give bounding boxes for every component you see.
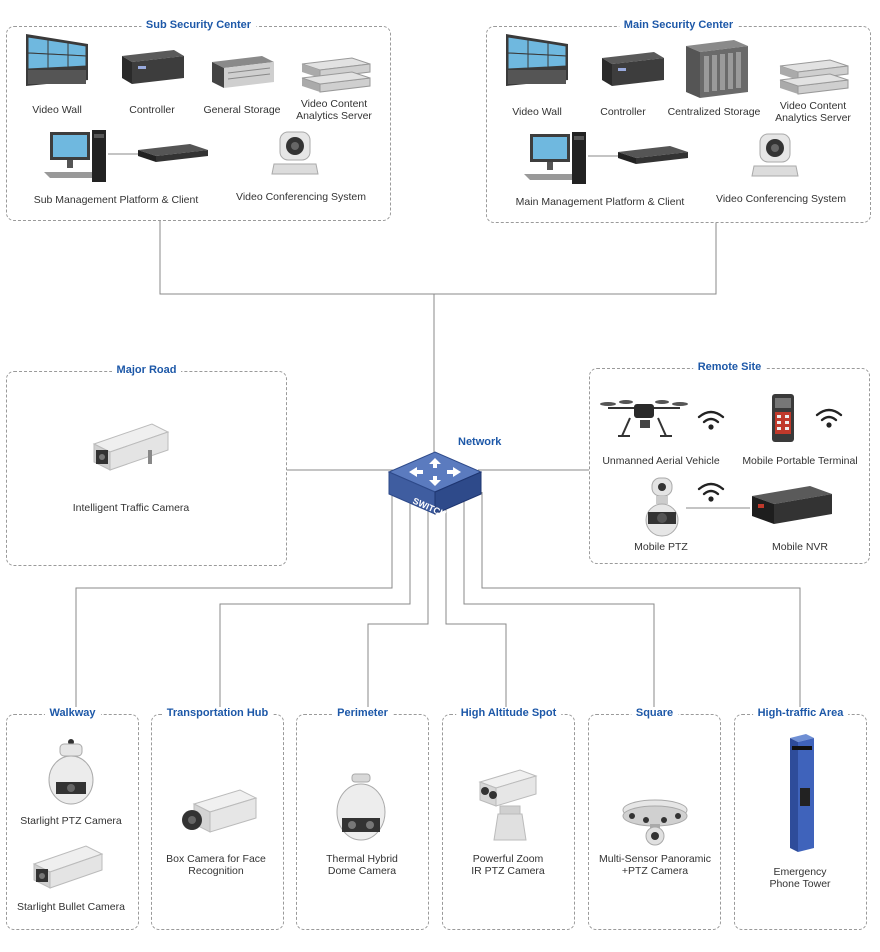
- video-conferencing-icon: [751, 133, 799, 177]
- drone-icon: [600, 400, 688, 437]
- label-panoramic-ptz: Multi-Sensor Panoramic +PTZ Camera: [598, 853, 712, 877]
- video-wall-icon: [506, 34, 568, 86]
- line-altitude: [445, 500, 507, 713]
- box-camera-icon: [182, 789, 258, 833]
- zone-remote-site: Remote Site: [589, 361, 870, 564]
- wifi-signal-icon: [697, 482, 725, 502]
- traffic-camera-icon: [92, 423, 170, 471]
- zone-title: Remote Site: [692, 361, 767, 373]
- general-storage-icon: [212, 56, 274, 88]
- zone-high-altitude-spot: High Altitude Spot: [442, 707, 575, 930]
- label-video-wall: Video Wall: [32, 104, 82, 116]
- line-traffic-area: [481, 492, 801, 713]
- label-mobile-nvr: Mobile NVR: [771, 541, 829, 553]
- label-mobile-ptz: Mobile PTZ: [634, 541, 688, 553]
- network-switch-icon: SWITCH: [387, 451, 483, 519]
- line-sub-center: [159, 220, 717, 295]
- label-analytics-server: Video Content Analytics Server: [775, 100, 851, 124]
- zone-title: Sub Security Center: [140, 19, 257, 31]
- analytics-server-icon: [779, 59, 849, 95]
- analytics-server-icon: [301, 57, 371, 93]
- controller-icon: [122, 50, 184, 84]
- zone-title: Transportation Hub: [161, 707, 274, 719]
- label-intelligent-traffic-camera: Intelligent Traffic Camera: [72, 502, 190, 514]
- label-uav: Unmanned Aerial Vehicle: [602, 455, 720, 467]
- portable-terminal-icon: [772, 394, 794, 442]
- zone-title: Main Security Center: [618, 19, 739, 31]
- label-ir-ptz: Powerful Zoom IR PTZ Camera: [471, 853, 545, 877]
- ptz-camera-icon: [48, 739, 94, 805]
- label-sub-management-platform: Sub Management Platform & Client: [33, 194, 199, 206]
- video-wall-icon: [26, 34, 88, 86]
- bullet-camera-icon: [32, 845, 104, 889]
- thermal-dome-camera-icon: [336, 773, 386, 841]
- label-video-conferencing: Video Conferencing System: [236, 191, 366, 203]
- line-walkway: [75, 492, 393, 713]
- label-video-wall: Video Wall: [512, 106, 562, 118]
- label-starlight-ptz: Starlight PTZ Camera: [20, 815, 122, 827]
- panoramic-camera-icon: [622, 799, 688, 846]
- line-perimeter: [367, 500, 429, 713]
- label-main-management-platform: Main Management Platform & Client: [515, 196, 685, 208]
- controller-icon: [602, 52, 664, 86]
- wifi-signal-icon: [697, 410, 725, 430]
- line-square: [463, 496, 655, 713]
- zone-title: High Altitude Spot: [455, 707, 562, 719]
- label-thermal-hybrid: Thermal Hybrid Dome Camera: [326, 853, 398, 877]
- label-general-storage: General Storage: [203, 104, 281, 116]
- management-platform-icon: [44, 130, 208, 182]
- mobile-ptz-icon: [645, 477, 679, 537]
- label-controller: Controller: [600, 106, 646, 118]
- wifi-signal-icon: [815, 408, 843, 428]
- zone-title: High-traffic Area: [752, 707, 849, 719]
- zone-major-road: Major Road: [6, 364, 287, 566]
- label-mobile-portable-terminal: Mobile Portable Terminal: [742, 455, 858, 467]
- zone-title: Perimeter: [332, 707, 393, 719]
- label-centralized-storage: Centralized Storage: [667, 106, 761, 118]
- mobile-nvr-icon: [752, 486, 832, 524]
- zone-title: Major Road: [111, 364, 182, 376]
- centralized-storage-icon: [686, 40, 748, 98]
- zone-title: Walkway: [44, 707, 101, 719]
- label-starlight-bullet: Starlight Bullet Camera: [17, 901, 125, 913]
- label-box-camera: Box Camera for Face Recognition: [166, 853, 266, 877]
- video-conferencing-icon: [271, 131, 319, 175]
- label-analytics-server: Video Content Analytics Server: [296, 98, 372, 122]
- management-platform-icon: [524, 132, 688, 184]
- emergency-phone-tower-icon: [790, 734, 814, 852]
- network-title: Network: [458, 436, 502, 448]
- label-controller: Controller: [129, 104, 175, 116]
- ir-ptz-camera-icon: [478, 769, 538, 841]
- connector-line: [686, 507, 750, 509]
- label-emergency-phone-tower: Emergency Phone Tower: [769, 866, 831, 890]
- label-video-conferencing: Video Conferencing System: [716, 193, 846, 205]
- line-transport: [219, 496, 411, 713]
- zone-title: Square: [630, 707, 679, 719]
